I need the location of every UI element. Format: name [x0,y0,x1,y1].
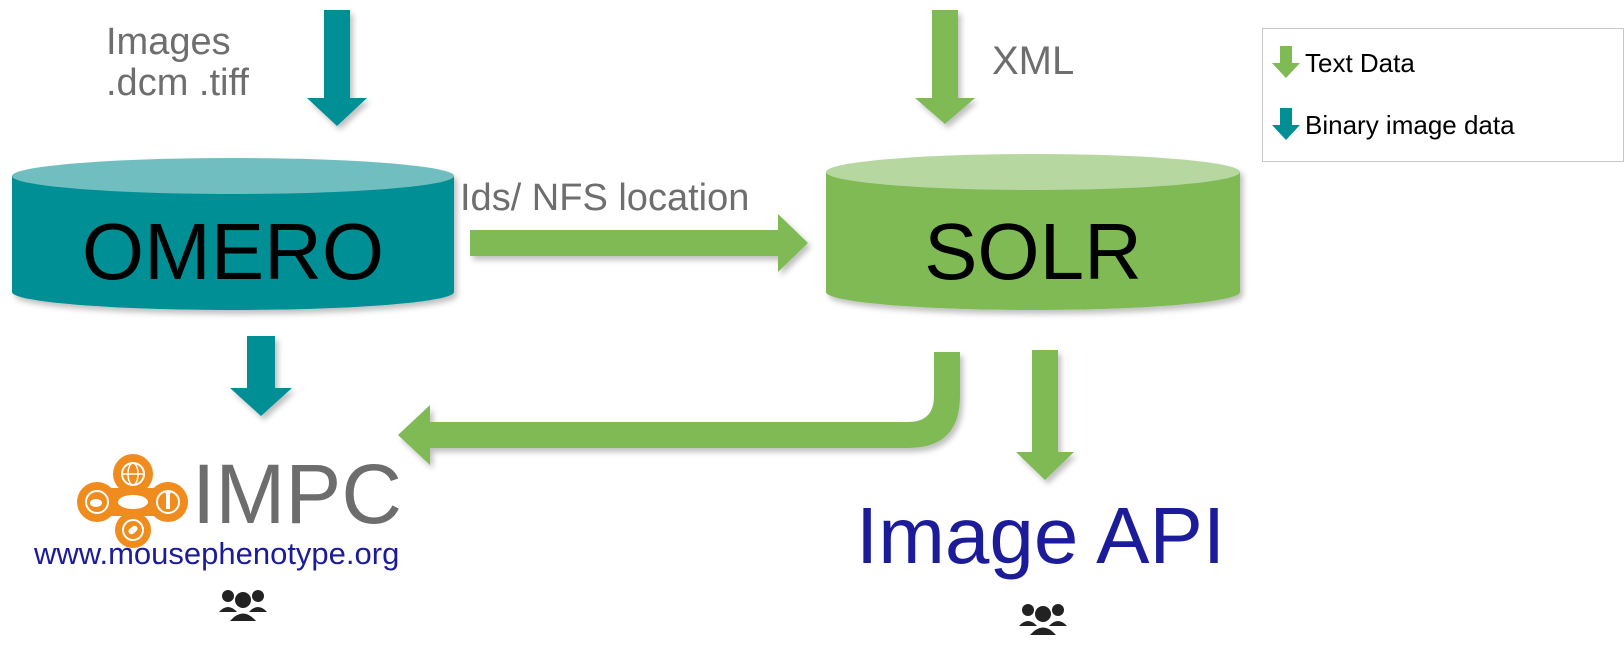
users-group-icon [1019,604,1067,635]
omero-to-impc-arrow [230,336,292,416]
impc-url[interactable]: www.mousephenotype.org [34,536,400,571]
legend-label: Text Data [1305,47,1415,78]
images-label-line1: Images [106,21,231,63]
teal-arrow-down-icon [1272,108,1300,140]
images-input-label: Images .dcm .tiff [106,21,249,105]
legend-item-binary-data: Binary image data [1271,105,1515,145]
solr-cylinder [826,154,1240,310]
solr-label: SOLR [924,207,1142,296]
legend-item-text-data: Text Data [1271,43,1415,83]
binary-input-arrow [307,10,367,126]
omero-label: OMERO [81,207,385,296]
xml-input-label: XML [992,39,1075,83]
link-label: Ids/ NFS location [460,177,750,219]
users-group-icon [219,590,267,621]
image-api-label: Image API [856,491,1226,580]
legend: Text Data Binary image data [1262,28,1624,162]
green-arrow-down-icon [1272,46,1300,78]
impc-logo-icon [77,454,188,548]
images-label-line2: .dcm .tiff [106,62,249,105]
impc-name: IMPC [192,447,402,541]
solr-to-api-arrow [1016,350,1074,480]
solr-to-impc-arrow [398,352,960,465]
legend-label: Binary image data [1305,109,1515,140]
ids-link-arrow [470,214,808,272]
xml-input-arrow [915,10,975,124]
omero-cylinder [12,158,454,310]
